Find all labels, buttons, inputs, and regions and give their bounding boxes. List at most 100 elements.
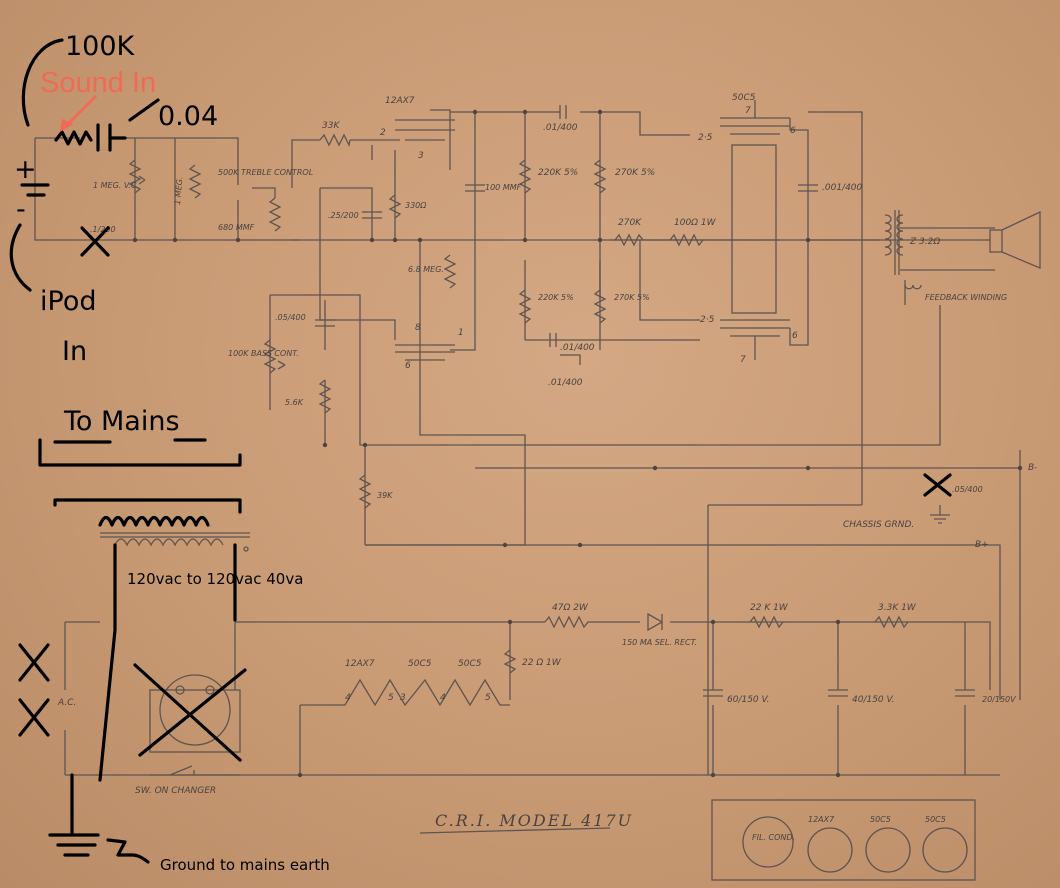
annotation-minus: -: [16, 194, 26, 225]
label-b-plus: B+: [975, 540, 989, 550]
label-220k-a: 220K 5%: [538, 168, 578, 178]
resistor-220k-a: [518, 159, 532, 194]
cap-05-400: [315, 319, 335, 327]
label-sw-changer: SW. ON CHANGER: [135, 786, 216, 796]
chassis-ground-symbol: [930, 505, 950, 524]
speaker-coil: [989, 229, 1003, 253]
label-b-minus: B-: [1028, 463, 1037, 473]
resistor-5-6k: [318, 379, 332, 414]
label-ac: A.C.: [57, 698, 76, 708]
cap-20-150: [955, 689, 975, 697]
hw-ipod-curve: [9, 223, 32, 292]
resistor-330: [388, 194, 402, 219]
label-pin-6a: 6: [405, 361, 411, 371]
label-330: 330Ω: [405, 201, 427, 210]
label-chassis-grnd: CHASSIS GRND.: [843, 520, 914, 530]
label-25-200: .25/200: [328, 211, 359, 220]
hw-mains-plug: [53, 498, 242, 514]
label-z32: Z 3.2Ω: [909, 237, 940, 247]
components: [100, 105, 1041, 881]
label-12ax7-top: 12AX7: [385, 96, 415, 106]
annotation-to-mains: To Mains: [63, 406, 180, 437]
hw-earth-ground: [48, 773, 100, 857]
resistor-1meg-vc: [128, 159, 142, 194]
resistor-220k-b: [518, 289, 532, 324]
hw-earth-scribble: [106, 838, 150, 864]
annotation-plus: +: [14, 154, 37, 185]
label-pin-7b: 7: [740, 355, 746, 365]
resistor-1meg: [188, 164, 202, 199]
label-pin-8: 8: [415, 323, 421, 333]
label-pin-2: 2: [380, 128, 386, 138]
label-pin-6c: 6: [792, 331, 798, 341]
label-c05-400b: .05/400: [952, 485, 983, 494]
label-pin-6b: 6: [790, 126, 796, 136]
label-40-150: 40/150 V.: [852, 695, 895, 705]
resistor-270k-a: [593, 159, 607, 194]
label-pin-25b: 2·5: [700, 315, 715, 325]
label-legend-12ax7: 12AX7: [808, 815, 835, 824]
handwritten-annotations: 100K Sound In 0.04 + - iPod In To Mains …: [14, 31, 330, 874]
label-270k-b: 270K 5%: [614, 293, 650, 302]
legend-50c5a-circle: [865, 827, 911, 873]
mains-transformer-secondary: [114, 538, 224, 547]
hw-secondary-lead-left: [98, 543, 117, 782]
changer-switch: [169, 765, 195, 776]
changer-socket: [159, 674, 231, 746]
label-fil-cond: FIL. COND.: [752, 833, 795, 842]
resistor-270k: [614, 233, 644, 247]
label-c05-400: .05/400: [275, 313, 306, 322]
annotation-ipod: iPod: [40, 286, 96, 317]
label-c01-mid: .01/400: [560, 343, 595, 353]
annotation-in: In: [62, 336, 87, 367]
hw-resistor-zigzag: [54, 130, 93, 146]
legend-fil-cond-circle: [742, 816, 794, 868]
label-220k-b: 220K 5%: [538, 293, 574, 302]
circuit-wires: [34, 100, 1021, 776]
label-50c5-top: 50C5: [732, 93, 756, 103]
hw-100k-curve: [21, 38, 64, 127]
junction-dots: [132, 109, 1023, 778]
cap-001-400: [798, 184, 818, 192]
label-legend-50c5a: 50C5: [870, 815, 891, 824]
label-270k: 270K: [618, 218, 642, 228]
resistor-33k: [319, 133, 351, 147]
label-sel-rect: 150 MA SEL. RECT.: [622, 638, 697, 647]
legend-box: [711, 799, 976, 881]
resistor-3-3k-1w: [874, 615, 909, 629]
label-22k-1w: 22 K 1W: [750, 603, 789, 613]
speaker-cone: [1001, 210, 1041, 269]
resistor-47-2w: [544, 615, 595, 629]
output-transformer: [884, 214, 892, 256]
label-model: C.R.I. MODEL 417U: [435, 811, 633, 830]
annotation-100k: 100K: [65, 31, 136, 62]
label-680mmf: 680 MMF: [218, 223, 255, 232]
annotation-ground-note: Ground to mains earth: [160, 856, 330, 874]
label-legend-50c5b: 50C5: [925, 815, 946, 824]
label-33k: 33K: [322, 121, 340, 131]
label-47-2w: 47Ω 2W: [552, 603, 589, 613]
label-h-4: 4: [345, 693, 351, 703]
label-pin-1: 1: [458, 328, 464, 338]
hw-x-input: [80, 226, 110, 257]
label-pin-7: 7: [745, 106, 751, 116]
label-h-50c5a: 50C5: [408, 659, 432, 669]
hw-mains-bracket: [38, 438, 242, 467]
hw-x-ac-top: [18, 643, 50, 682]
cap-01-400-b: [549, 333, 557, 347]
label-h-4b: 4: [440, 693, 446, 703]
label-h-12ax7: 12AX7: [345, 659, 375, 669]
resistor-22-1w: [503, 649, 517, 674]
treble-pot: [268, 197, 282, 232]
label-bass: 100K BASS CONT.: [228, 349, 299, 358]
handwritten-marks: [9, 38, 952, 864]
label-vc-1meg: 1 MEG. V.C.: [93, 181, 139, 190]
label-h-5: 5: [388, 693, 394, 703]
sound-in-arrowhead: [60, 119, 73, 132]
label-c-200: .1/200: [90, 225, 116, 234]
hw-mains-primary: [98, 515, 210, 527]
printed-labels: 12AX7 50C5 33K 2 3 1 8 6 7 6 7 6 2·5 2·5…: [57, 93, 1037, 842]
label-1meg: 1 MEG.: [173, 176, 184, 205]
